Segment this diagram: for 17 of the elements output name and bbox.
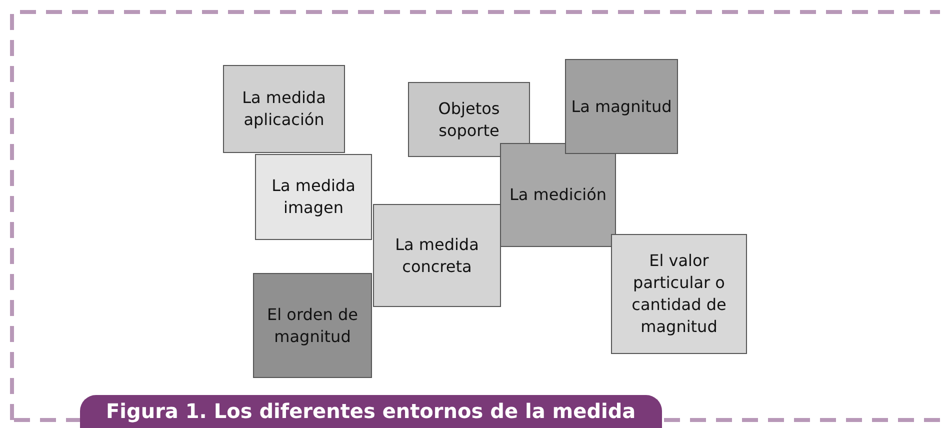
concept-box: [373, 204, 501, 307]
box-label: El orden de magnitud: [266, 304, 359, 348]
figure-caption: Figura 1. Los diferentes entornos de la medida: [80, 395, 662, 428]
concept-box: [253, 273, 372, 378]
concept-box: [408, 82, 530, 157]
box-label: La medición: [508, 184, 608, 206]
concept-box: [565, 59, 678, 154]
box-label: La medida concreta: [394, 234, 480, 278]
concept-box: [500, 143, 616, 247]
concept-box: [611, 234, 747, 354]
box-label: La medida imagen: [270, 175, 356, 219]
box-label: La medida aplicación: [241, 87, 327, 131]
box-label: Objetos soporte: [437, 98, 501, 142]
box-label: El valor particular o cantidad de magnitud: [630, 250, 728, 338]
concept-box: [255, 154, 372, 240]
concept-box: [223, 65, 345, 153]
box-label: La magnitud: [570, 96, 673, 118]
